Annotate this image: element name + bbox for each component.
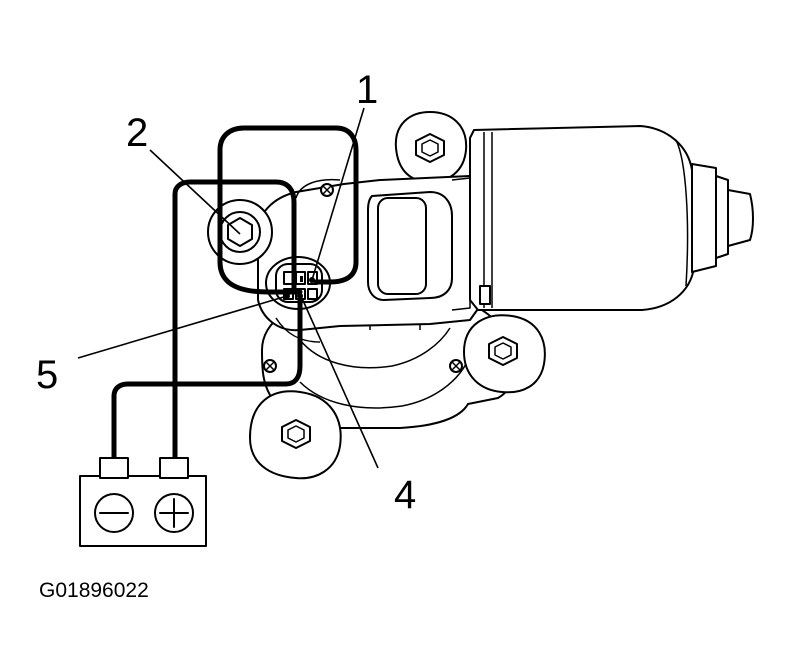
callout-2: 2 — [126, 111, 148, 155]
leader-5 — [77, 295, 288, 359]
test-wiring — [111, 125, 359, 461]
positive-post — [159, 457, 189, 479]
battery — [79, 457, 207, 547]
bolt-head-top — [415, 133, 445, 163]
leader-1 — [311, 107, 365, 281]
callout-1: 1 — [356, 68, 378, 112]
mounting-boss-top — [394, 111, 468, 183]
wiper-motor — [207, 111, 754, 480]
motor-end-cap — [691, 163, 754, 273]
negative-lead — [111, 293, 303, 461]
positive-terminal-icon — [154, 493, 194, 533]
figure-code: G01896022 — [39, 579, 149, 602]
leader-lines — [77, 107, 379, 469]
callout-5: 5 — [36, 353, 58, 397]
bolt-head-right — [488, 336, 518, 366]
mounting-boss-left — [249, 390, 342, 480]
positive-lead — [172, 179, 297, 461]
side-cover — [367, 177, 471, 311]
negative-post — [99, 457, 129, 479]
cover-window — [377, 197, 427, 295]
negative-terminal-icon — [94, 493, 134, 533]
terminal-lower-right — [307, 288, 318, 300]
jumper-wire — [217, 125, 359, 295]
leader-2 — [149, 149, 241, 235]
bolt-head-left — [281, 419, 311, 449]
motor-body — [469, 125, 695, 311]
leader-4 — [300, 295, 379, 469]
motor-tab — [479, 285, 491, 305]
callout-4: 4 — [394, 473, 416, 517]
mounting-boss-right — [463, 314, 546, 394]
